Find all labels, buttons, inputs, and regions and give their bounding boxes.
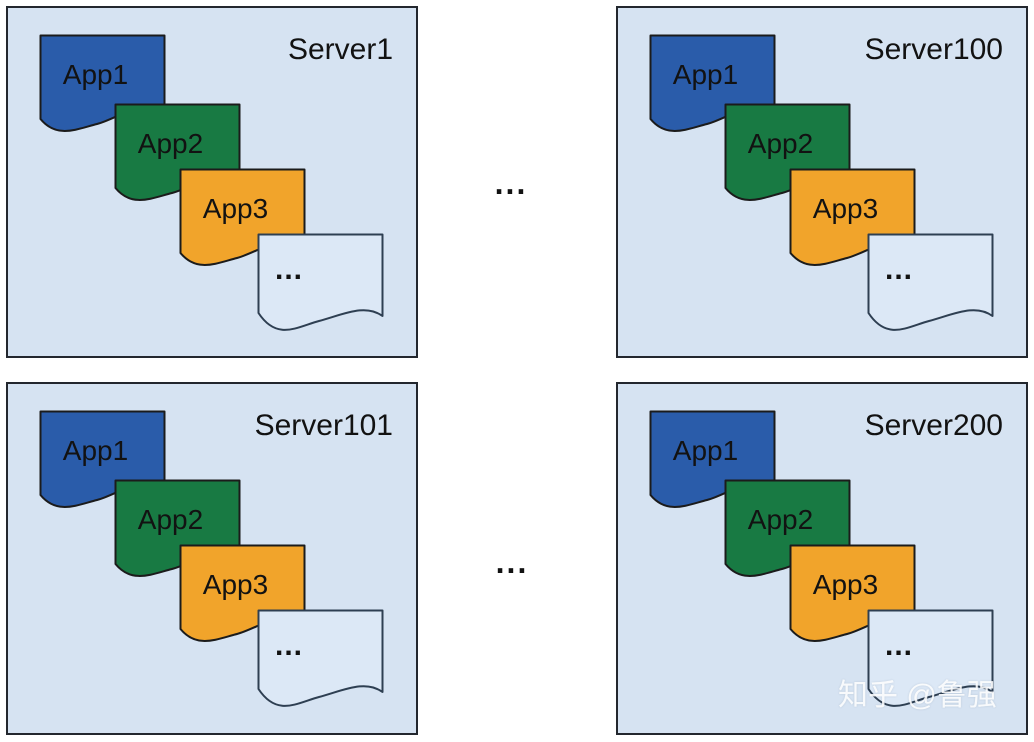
ellipsis-label: ... <box>274 629 303 662</box>
more-apps-card: ... <box>867 609 994 712</box>
more-apps-card: ... <box>867 233 994 336</box>
app-label: App1 <box>672 59 739 90</box>
server-box-1: Server1 App1 App2 App3 ... <box>6 6 418 358</box>
app-label: App3 <box>202 193 269 224</box>
app-label: App1 <box>62 435 129 466</box>
watermark-text: 知乎 @鲁强 <box>838 679 997 712</box>
column-ellipsis-row2: ... <box>495 544 529 580</box>
server-box-200: Server200 App1 App2 App3 ... <box>616 382 1028 735</box>
ellipsis-label: ... <box>884 253 913 286</box>
ellipsis-label: ... <box>884 629 913 662</box>
document-shape-icon <box>867 609 994 707</box>
more-apps-card: ... <box>257 233 384 336</box>
server-title: Server1 <box>287 33 393 66</box>
server-title: Server200 <box>864 409 1003 442</box>
app-label: App2 <box>747 504 814 535</box>
app-label: App1 <box>672 435 739 466</box>
app-label: App3 <box>812 569 879 600</box>
app-label: App2 <box>137 504 204 535</box>
app-label: App2 <box>137 128 204 159</box>
document-shape-icon <box>867 233 994 331</box>
app-label: App3 <box>812 193 879 224</box>
document-shape-icon <box>257 609 384 707</box>
column-ellipsis-row1: ... <box>494 165 528 201</box>
server-title: Server101 <box>254 409 393 442</box>
ellipsis-label: ... <box>274 253 303 286</box>
document-shape-icon <box>257 233 384 331</box>
server-box-100: Server100 App1 App2 App3 ... <box>616 6 1028 358</box>
server-title: Server100 <box>864 33 1003 66</box>
more-apps-card: ... <box>257 609 384 712</box>
app-label: App2 <box>747 128 814 159</box>
app-label: App1 <box>62 59 129 90</box>
server-box-101: Server101 App1 App2 App3 ... <box>6 382 418 735</box>
app-label: App3 <box>202 569 269 600</box>
